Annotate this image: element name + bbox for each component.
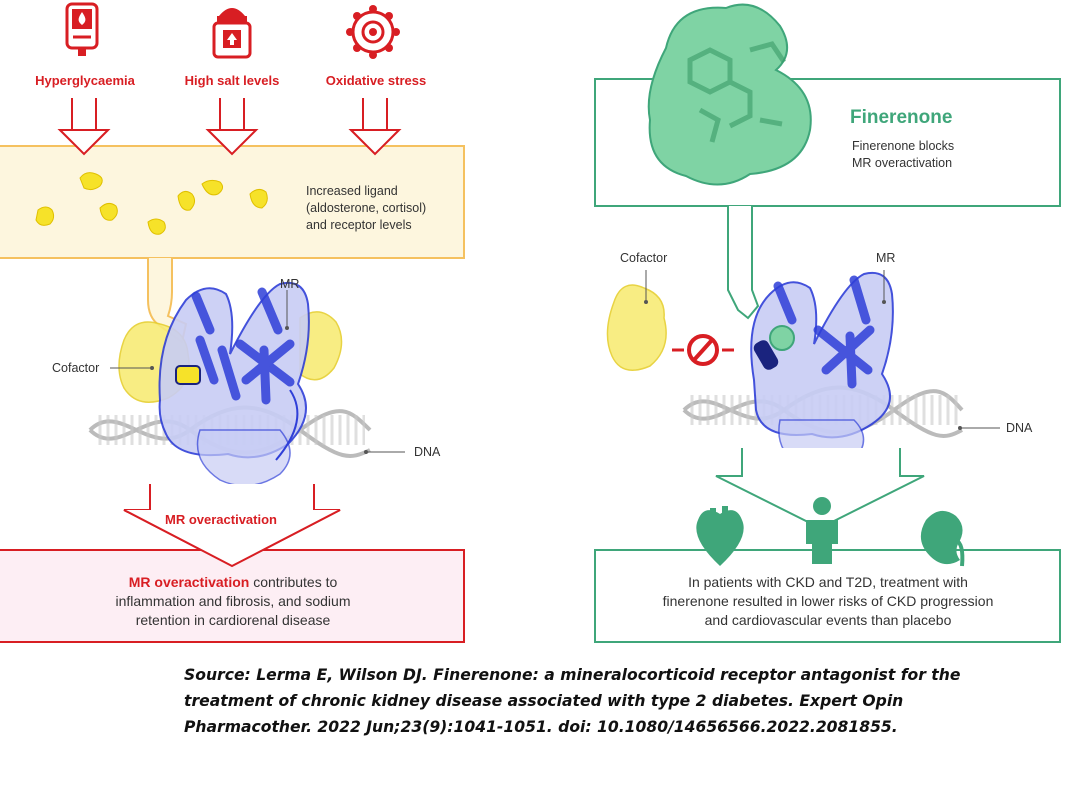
- ligand-box: [0, 145, 465, 259]
- trigger-label-hyperglycaemia: Hyperglycaemia: [35, 73, 135, 88]
- finerenone-molecule: [647, 3, 812, 186]
- trigger-label-oxidative: Oxidative stress: [325, 73, 427, 88]
- glucose-meter-icon: [65, 2, 99, 56]
- outcome-box-right: [594, 549, 1061, 643]
- kidney-icon: [920, 510, 965, 567]
- finerenone-arrow: [727, 206, 760, 320]
- mr-label-left: MR: [280, 277, 300, 291]
- dna-label-left: DNA: [414, 445, 441, 459]
- dna-label-right: DNA: [1006, 421, 1033, 435]
- ligand-molecules: [35, 172, 268, 235]
- mr-label-right: MR: [876, 251, 896, 265]
- cofactor-blob-right: [606, 284, 667, 371]
- drug-title: Finerenone: [850, 107, 953, 128]
- outcome-arrow-right: [715, 448, 925, 530]
- ligand-description: Increased ligand (aldosterone, cortisol)…: [306, 184, 427, 232]
- cofactor-label-right: Cofactor: [620, 251, 668, 265]
- person-icon: [806, 497, 838, 564]
- source-citation: Source: Lerma E, Wilson DJ. Finerenone: …: [184, 666, 961, 736]
- cofactor-label-left: Cofactor: [52, 361, 100, 375]
- outcome-text-left: MR overactivation contributes to inflamm…: [115, 574, 351, 628]
- mr-receptor-right: [750, 272, 894, 472]
- overactivation-arrow-label: MR overactivation: [165, 512, 277, 527]
- trigger-label-salt: High salt levels: [184, 73, 280, 88]
- block-icon: [672, 334, 734, 366]
- salt-shaker-icon: [212, 8, 252, 59]
- mr-receptor: [158, 282, 310, 487]
- outcome-text-right: In patients with CKD and T2D, treatment …: [662, 574, 994, 628]
- heart-icon: [696, 506, 744, 566]
- drug-description: Finerenone blocks MR overactivation: [852, 139, 955, 170]
- oxidative-molecule-icon: [346, 5, 400, 59]
